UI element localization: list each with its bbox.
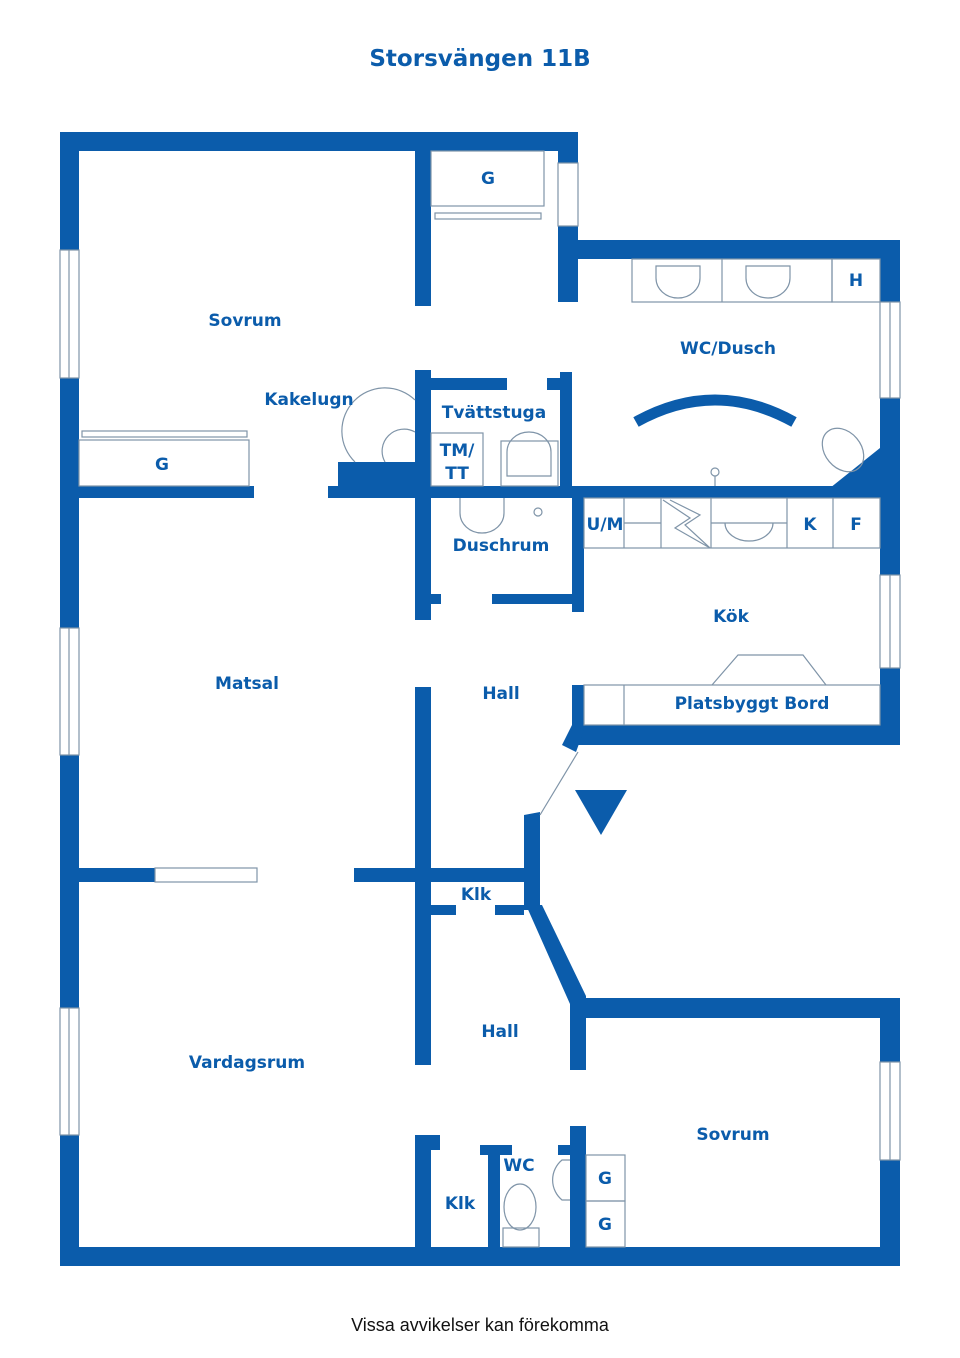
- room-label-g: G: [155, 455, 169, 475]
- room-label-hall: Hall: [481, 1022, 518, 1042]
- room-label-g: G: [481, 169, 495, 189]
- sink-icon: [745, 265, 791, 299]
- room-label-h: H: [849, 271, 863, 291]
- room-label-sovrum: Sovrum: [696, 1125, 769, 1145]
- walls: [60, 132, 900, 1266]
- room-label-wc: WC: [503, 1156, 534, 1176]
- room-label-klk: Klk: [445, 1194, 476, 1214]
- shower-head-icon: [710, 467, 720, 477]
- toilet-icon: [821, 427, 865, 473]
- shower-screen: [633, 394, 797, 427]
- room-label-hall: Hall: [482, 684, 519, 704]
- room-label-platsbyggt-bord: Platsbyggt Bord: [675, 694, 830, 714]
- room-label-g: G: [598, 1215, 612, 1235]
- room-label-kakelugn: Kakelugn: [264, 390, 353, 410]
- room-label-f: F: [850, 515, 862, 535]
- built-in-table: [583, 684, 881, 726]
- room-label-kok: Kök: [713, 607, 750, 627]
- fixtures: [78, 150, 881, 1248]
- room-label-tt: TT: [445, 464, 469, 484]
- room-label-vardagsrum: Vardagsrum: [189, 1053, 305, 1073]
- kitchen-counter: [583, 497, 881, 549]
- room-label-wc-dusch: WC/Dusch: [680, 339, 776, 359]
- room-label-tvattstuga: Tvättstuga: [442, 403, 546, 423]
- sink-icon: [552, 1159, 570, 1201]
- shower-head-icon: [533, 507, 543, 517]
- kitchen-sink-icon: [724, 522, 774, 542]
- sink-icon: [655, 265, 701, 299]
- sink-icon: [459, 498, 505, 534]
- disclaimer: Vissa avvikelser kan förekomma: [351, 1315, 609, 1335]
- room-label-k: K: [803, 515, 817, 535]
- laundry-sink-icon: [506, 431, 552, 477]
- room-label-klk: Klk: [461, 885, 492, 905]
- stove-icon: [662, 499, 711, 549]
- entrance-arrow-icon: [575, 790, 627, 835]
- wardrobe-top: [430, 150, 545, 207]
- toilet-icon: [503, 1183, 537, 1231]
- room-label-sovrum: Sovrum: [208, 311, 281, 331]
- plan-title: Storsvängen 11B: [369, 46, 591, 72]
- wardrobe-left: [78, 439, 250, 487]
- entrance-door: [539, 751, 579, 816]
- room-label-duschrum: Duschrum: [453, 536, 550, 556]
- windows: [59, 162, 901, 1161]
- room-label-um: U/M: [587, 515, 624, 535]
- room-label-g: G: [598, 1169, 612, 1189]
- room-label-matsal: Matsal: [215, 674, 279, 694]
- kakelugn-stove: [341, 387, 416, 463]
- room-label-tm: TM/: [440, 441, 476, 461]
- room-labels: Sovrum G G Kakelugn Tvättstuga TM/ TT WC…: [155, 169, 863, 1235]
